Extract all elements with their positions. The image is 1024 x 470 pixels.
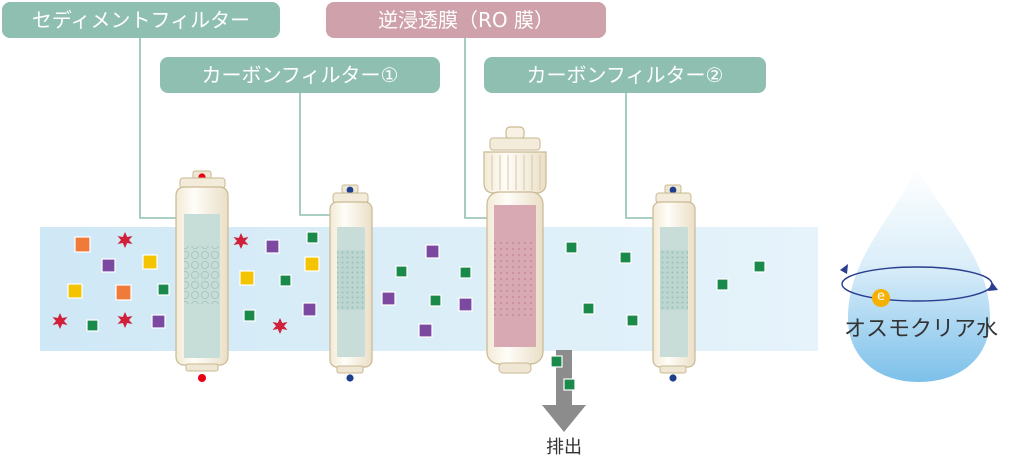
impurity-yellow [239,270,255,286]
impurity-orange [74,236,91,253]
carbon-filter-2 [652,184,696,382]
sediment-filter [175,170,229,382]
impurity-purple [302,302,317,317]
impurity-orange [115,284,132,301]
drain-label: 排出 [546,437,582,458]
impurity-red-star [117,312,133,328]
electron-orbit [840,264,998,302]
label-ro-membrane: 逆浸透膜（RO 膜） [326,2,606,38]
drained-particle [550,355,563,368]
impurity-red-star [117,232,133,248]
drain-arrow [542,350,586,432]
output-water-label: オスモクリア水 [843,317,998,342]
impurities-raw [52,232,170,332]
impurity-green [459,266,472,279]
water-drop [840,168,998,382]
carbon-filter-1 [329,184,373,382]
impurities-after-carbon2 [716,260,766,291]
impurities-after-ro [565,241,639,327]
impurity-purple [101,258,116,273]
impurity-purple [265,239,280,254]
impurity-yellow [67,283,83,299]
impurities-after-sediment [233,231,320,334]
label-sediment-filter: セディメントフィルター [2,2,280,38]
impurity-green [429,294,442,307]
leader-lines [139,35,656,219]
label-carbon-filter-2: カーボンフィルター② [484,57,766,93]
impurity-green [243,309,256,322]
ro-membrane [483,126,547,374]
impurities-after-carbon1 [381,244,473,338]
impurity-yellow [142,254,158,270]
label-carbon-filter-1: カーボンフィルター① [160,57,440,93]
impurity-green [157,283,170,296]
impurity-purple [425,244,440,259]
electron-icon [872,289,890,307]
impurity-green [565,241,578,254]
impurity-purple [418,323,433,338]
impurity-yellow [304,256,320,272]
electron-label: e [877,289,885,304]
drained-particle [563,378,576,391]
impurity-purple [151,314,166,329]
impurity-green [716,278,729,291]
impurity-green [582,302,595,315]
impurity-green [86,319,99,332]
impurity-red-star [272,318,288,334]
impurity-green [619,251,632,264]
impurity-red-star [233,233,249,249]
impurity-purple [458,297,473,312]
impurity-green [306,231,319,244]
impurity-red-star [52,313,68,329]
impurity-purple [381,291,396,306]
impurity-green [753,260,766,273]
impurity-green [626,314,639,327]
impurity-green [395,265,408,278]
impurity-green [279,274,292,287]
